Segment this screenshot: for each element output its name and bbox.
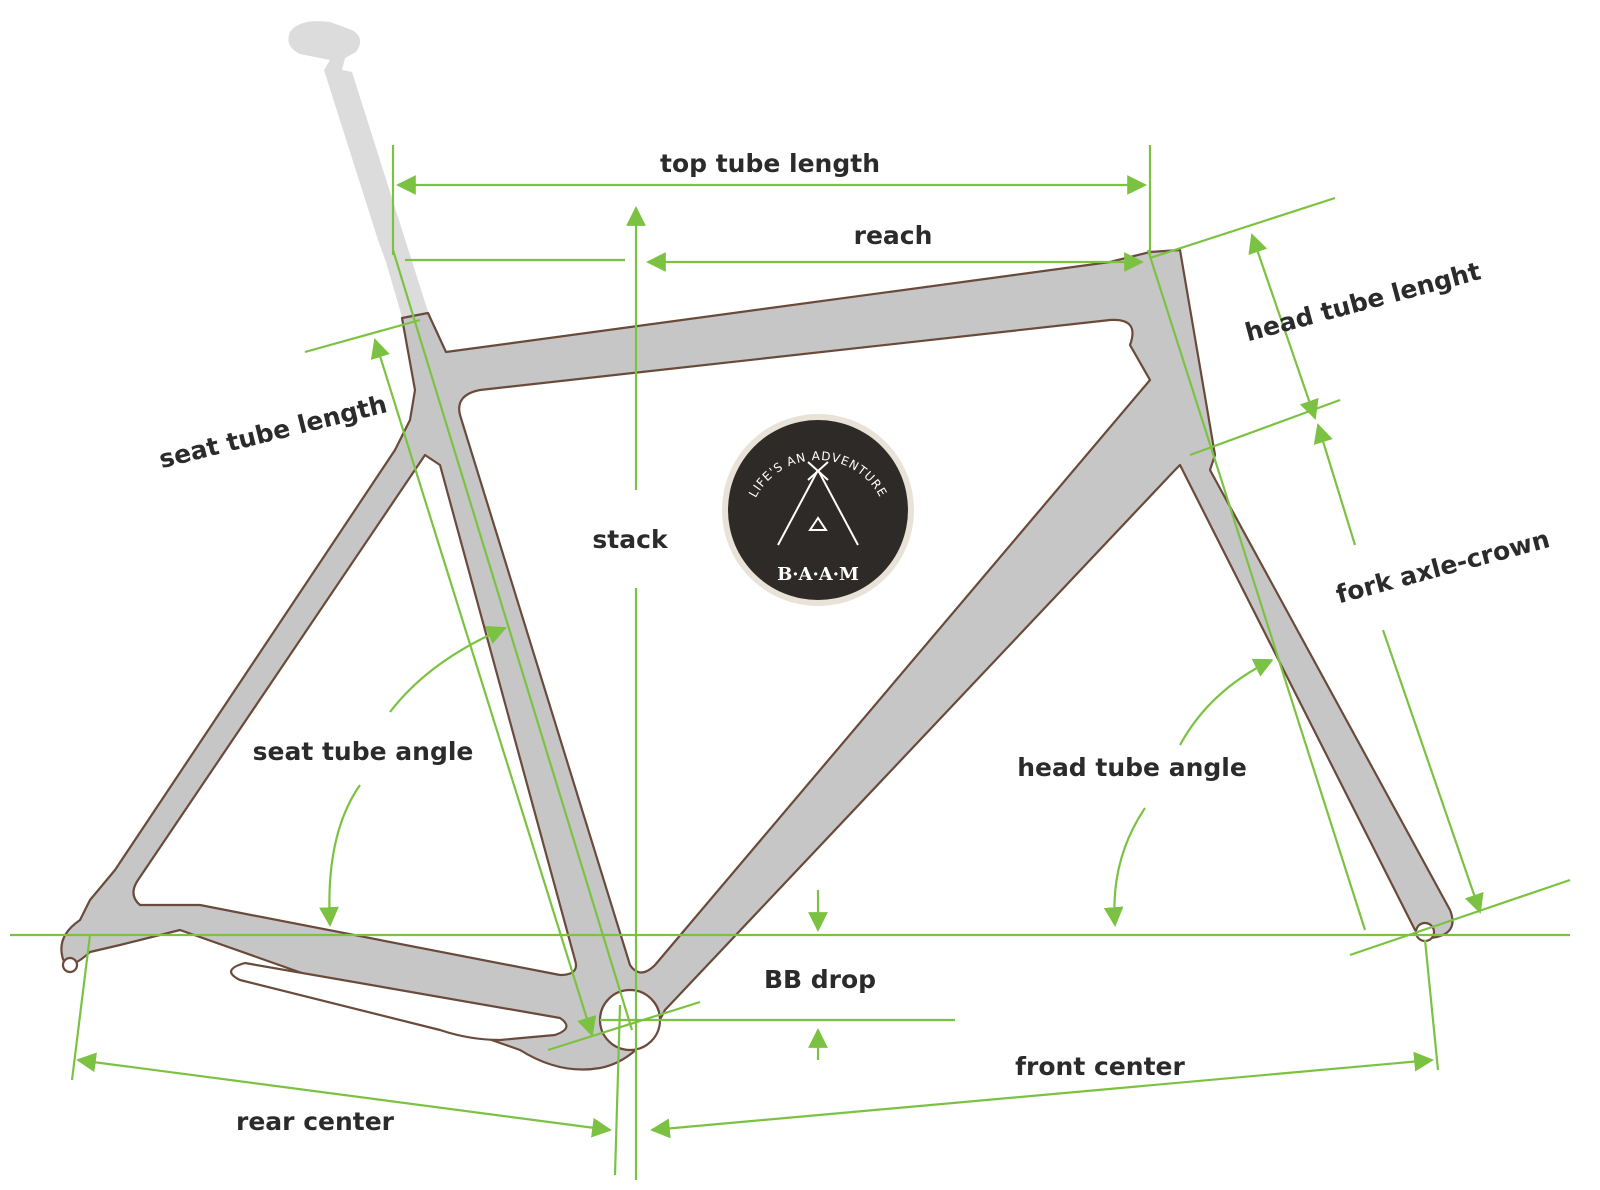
label-front-center: front center (1015, 1052, 1185, 1081)
label-bb-drop: BB drop (764, 965, 876, 994)
badge-brand: B·A·A·M (777, 564, 859, 585)
bike-frame (60, 248, 1454, 1071)
label-rear-center: rear center (236, 1107, 395, 1136)
seatpost (288, 21, 430, 324)
label-seat-tube-angle: seat tube angle (253, 737, 474, 766)
baam-logo: LIFE'S AN ADVENTURE B·A·A·M (722, 414, 914, 606)
label-head-tube-length: head tube lenght (1242, 256, 1484, 347)
label-stack: stack (592, 525, 669, 554)
label-head-tube-angle: head tube angle (1017, 753, 1247, 782)
label-seat-tube-length: seat tube length (156, 389, 390, 474)
label-top-tube-length: top tube length (660, 149, 880, 178)
label-reach: reach (854, 221, 933, 250)
label-fork-axle-crown: fork axle-crown (1333, 524, 1553, 609)
dimension-lines (10, 145, 1571, 1180)
